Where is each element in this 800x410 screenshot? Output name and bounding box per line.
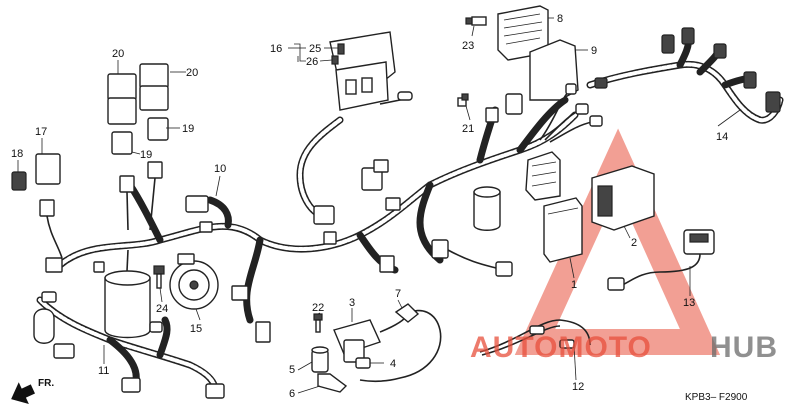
watermark-text-gray: HUB <box>710 331 778 364</box>
bolt-24 <box>153 265 165 289</box>
label-part-4: 4 <box>390 358 396 370</box>
label-part-13: 13 <box>683 297 695 309</box>
label-part-10: 10 <box>214 163 226 175</box>
label-part-14: 14 <box>716 131 728 143</box>
diagram-code: KPB3– F2900 <box>685 392 748 403</box>
label-part-12: 12 <box>572 381 584 393</box>
left-connectors <box>39 161 213 273</box>
label-part-26: 26 <box>306 56 318 68</box>
center-right-connectors <box>457 83 603 231</box>
front-direction-arrow-icon: FR. <box>11 378 54 405</box>
label-part-8: 8 <box>557 13 563 25</box>
part-1-box <box>543 197 583 263</box>
fuse-box <box>329 31 413 111</box>
label-part-16: 16 <box>270 43 282 55</box>
middle-connectors <box>231 159 513 343</box>
label-part-6: 6 <box>289 388 295 400</box>
watermark-text: AUTOMOTO HUB <box>470 331 778 364</box>
label-part-9: 9 <box>591 45 597 57</box>
label-part-15: 15 <box>190 323 202 335</box>
harness-14 <box>586 27 784 124</box>
label-part-18: 18 <box>11 148 23 160</box>
label-part-23: 23 <box>462 40 474 52</box>
horn <box>169 253 219 310</box>
label-part-7: 7 <box>395 288 401 300</box>
direction-label: FR. <box>38 378 54 389</box>
label-part-3: 3 <box>349 297 355 309</box>
leader-lines <box>17 17 741 394</box>
label-part-25: 25 <box>309 43 321 55</box>
label-part-21: 21 <box>462 123 474 135</box>
watermark-text-red: AUTOMOTO <box>470 331 652 364</box>
label-part-22: 22 <box>312 302 324 314</box>
label-part-2: 2 <box>631 237 637 249</box>
label-part-19b: 19 <box>140 149 152 161</box>
label-part-11: 11 <box>98 365 109 377</box>
ignition-coil-group <box>311 303 442 393</box>
label-part-1: 1 <box>571 279 577 291</box>
part-labels: 1 2 3 4 5 6 7 8 9 10 11 12 13 14 15 16 1… <box>11 13 728 400</box>
label-part-20b: 20 <box>186 67 198 79</box>
label-part-5: 5 <box>289 364 295 376</box>
relay-group <box>11 63 169 191</box>
bottom-connectors <box>33 291 225 399</box>
label-part-20a: 20 <box>112 48 124 60</box>
main-wire-harness <box>56 96 579 324</box>
cylinder-part <box>104 249 151 339</box>
cable-12 <box>479 319 591 356</box>
label-part-17: 17 <box>35 126 47 138</box>
part-2-unit <box>591 165 655 231</box>
label-part-19a: 19 <box>182 123 194 135</box>
sensor-13 <box>607 229 715 291</box>
label-part-24: 24 <box>156 303 168 315</box>
